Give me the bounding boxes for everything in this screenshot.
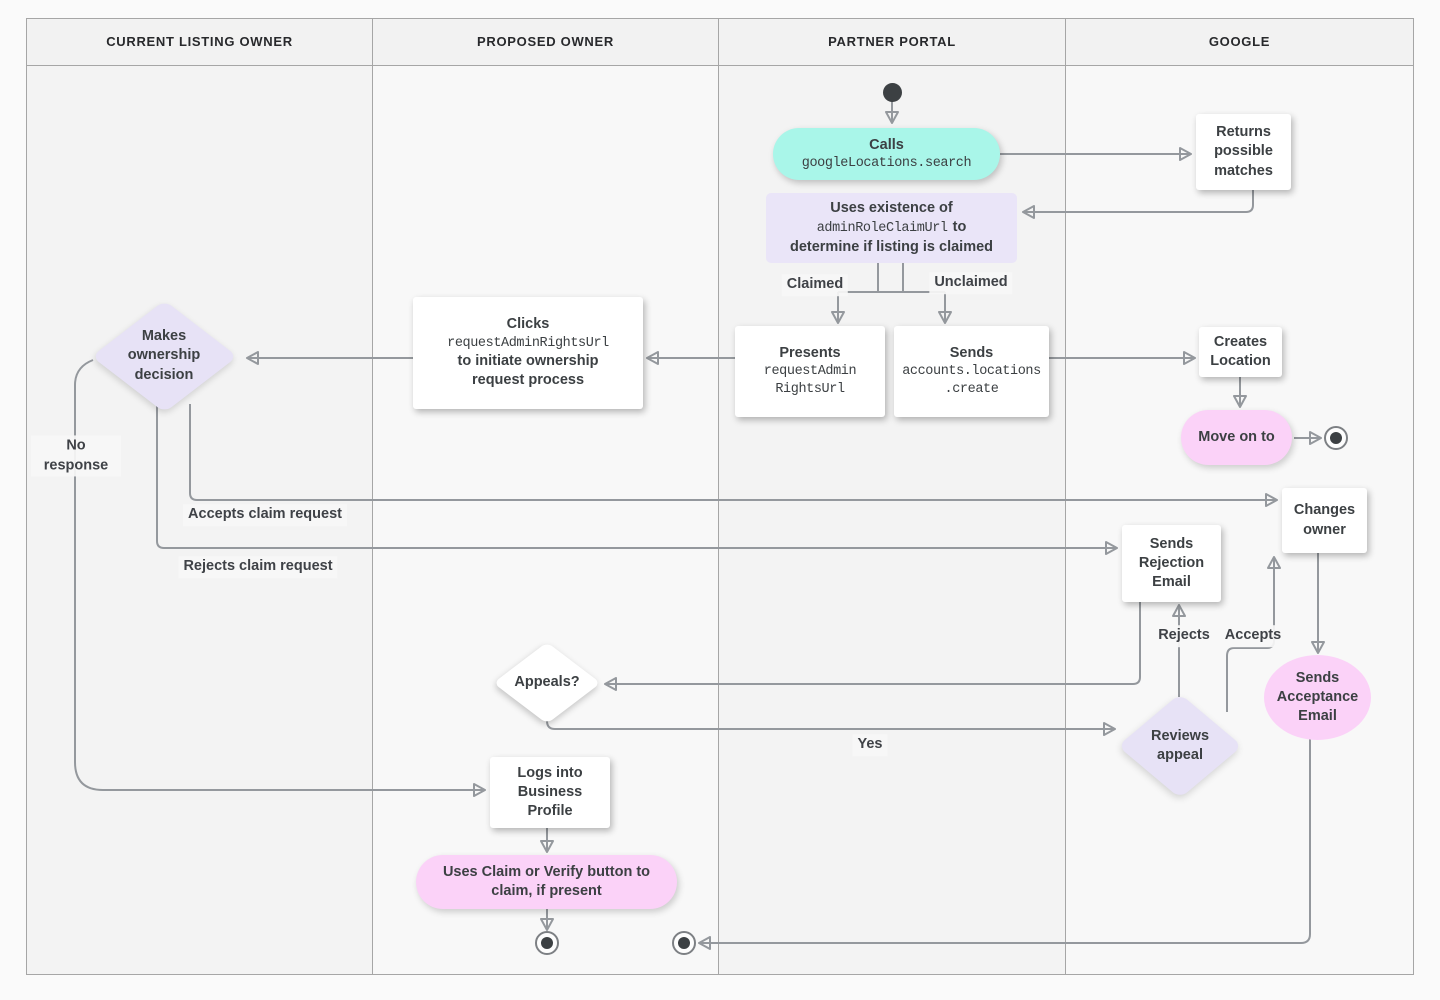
end-node-claim xyxy=(535,931,559,955)
node-text: Logs into Business Profile xyxy=(517,764,583,820)
end-node-transfer xyxy=(672,931,696,955)
end-node-dot xyxy=(541,937,553,949)
end-node-dot xyxy=(1330,432,1342,444)
node-code: requestAdminRightsUrl xyxy=(447,335,609,351)
node-line: request process xyxy=(471,372,585,389)
node-text: Reviews appeal xyxy=(1150,727,1210,763)
node-text: Creates Location xyxy=(1210,333,1271,369)
edge-appeals-yes xyxy=(546,720,1116,736)
node-text: Sends Rejection Email xyxy=(1138,535,1205,591)
node-title: Presents xyxy=(779,345,841,362)
node-code: .create xyxy=(944,382,999,398)
node-text: Sends Acceptance Email xyxy=(1276,669,1359,725)
node-line: to xyxy=(952,219,967,236)
lane-current-listing-owner xyxy=(26,18,373,975)
node-code: googleLocations.search xyxy=(801,155,972,171)
edge-no-response xyxy=(74,359,486,797)
node-uses-claim-or-verify: Uses Claim or Verify button to claim, if… xyxy=(416,855,677,909)
node-code: adminRoleClaimUrl xyxy=(816,221,948,237)
edge-label-rejects-claim-request: Rejects claim request xyxy=(178,556,338,578)
lane-header-proposed-owner: PROPOSED OWNER xyxy=(373,18,719,66)
edge-acceptance-to-end xyxy=(698,738,1311,950)
edge-uses-branch-stubs xyxy=(838,263,945,293)
node-line: determine if listing is claimed xyxy=(789,238,994,255)
node-code: requestAdmin xyxy=(763,364,857,380)
edge-label-rejects: Rejects xyxy=(1153,625,1215,647)
node-calls-googlelocations-search: Calls googleLocations.search xyxy=(773,128,1000,180)
end-node-create xyxy=(1324,426,1348,450)
node-code: accounts.locations xyxy=(902,364,1041,380)
node-presents-requestadminrightsurl: Presents requestAdmin RightsUrl xyxy=(735,326,885,417)
lane-header-google: GOOGLE xyxy=(1066,18,1414,66)
node-sends-rejection-email: Sends Rejection Email xyxy=(1122,525,1221,602)
node-text: Makes ownership decision xyxy=(127,328,201,383)
node-logs-into-business-profile: Logs into Business Profile xyxy=(490,757,610,828)
node-text: Move on to xyxy=(1198,428,1275,445)
node-text: Uses Claim or Verify button to claim, if… xyxy=(442,863,651,899)
node-returns-possible-matches: Returns possible matches xyxy=(1196,114,1291,190)
lane-header-current-listing-owner: CURRENT LISTING OWNER xyxy=(26,18,373,66)
edge-label-accepts-claim-request: Accepts claim request xyxy=(183,504,347,526)
end-node-dot xyxy=(678,937,690,949)
edge-label-yes: Yes xyxy=(852,734,888,756)
node-code: RightsUrl xyxy=(775,382,845,398)
edge-accepts-claim xyxy=(189,404,1278,507)
node-title: Clicks xyxy=(506,316,550,333)
node-title: Calls xyxy=(869,136,904,153)
edge-label-no-response: No response xyxy=(31,435,121,477)
node-line: to initiate ownership xyxy=(457,353,599,370)
node-changes-owner: Changes owner xyxy=(1282,488,1367,553)
node-text: Appeals? xyxy=(514,674,580,691)
start-node xyxy=(883,83,902,102)
node-sends-acceptance-email: Sends Acceptance Email xyxy=(1264,655,1371,740)
lane-header-partner-portal: PARTNER PORTAL xyxy=(719,18,1066,66)
edge-label-unclaimed: Unclaimed xyxy=(929,272,1013,294)
node-reviews-appeal: Reviews appeal xyxy=(1138,720,1222,772)
node-creates-location: Creates Location xyxy=(1199,327,1282,377)
edge-returns-to-uses xyxy=(1022,190,1254,219)
node-appeals: Appeals? xyxy=(497,663,597,703)
edge-rejection-to-appeals xyxy=(604,600,1141,691)
edge-label-claimed: Claimed xyxy=(781,274,849,296)
node-text: Returns possible matches xyxy=(1214,124,1273,179)
node-text: Changes owner xyxy=(1293,502,1356,538)
node-move-on-to: Move on to xyxy=(1181,410,1292,465)
node-title: Sends xyxy=(949,345,994,362)
node-line: Uses existence of xyxy=(830,199,953,216)
node-makes-ownership-decision: Makes ownership decision xyxy=(109,316,219,396)
node-sends-accounts-locations-create: Sends accounts.locations .create xyxy=(894,326,1049,417)
node-clicks-requestadminrightsurl: Clicks requestAdminRightsUrl to initiate… xyxy=(413,297,643,409)
edge-rejects-claim xyxy=(156,401,1118,555)
edge-label-accepts: Accepts xyxy=(1219,625,1287,647)
